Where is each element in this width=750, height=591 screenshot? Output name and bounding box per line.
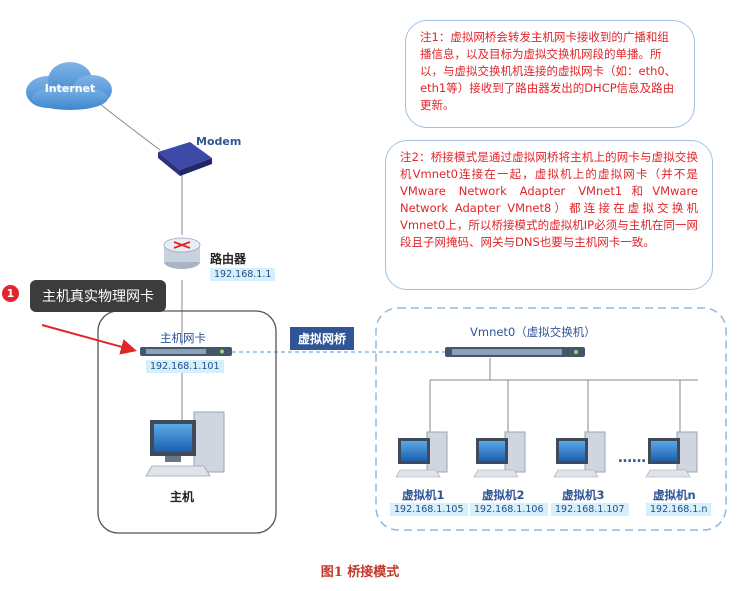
modem-icon xyxy=(158,142,212,176)
vm2-label: 虚拟机2 xyxy=(482,488,525,502)
vmn-label: 虚拟机n xyxy=(653,488,696,502)
host-label: 主机 xyxy=(170,490,195,504)
internet-cloud-icon xyxy=(26,62,112,110)
host-nic-ip: 192.168.1.101 xyxy=(146,360,224,373)
vm1-label: 虚拟机1 xyxy=(402,488,445,502)
vm1-computer-icon xyxy=(395,431,448,478)
virtual-network-box xyxy=(375,307,727,531)
virtual-bridge-label: 虚拟网桥 xyxy=(290,327,355,350)
host-nic-label: 主机网卡 xyxy=(160,331,206,345)
modem-label: Modem xyxy=(196,135,241,148)
vm2-computer-icon xyxy=(473,431,526,478)
vswitch-icon xyxy=(445,347,585,357)
internet-label: Internet xyxy=(45,82,96,95)
vm3-ip: 192.168.1.107 xyxy=(551,503,629,516)
vmn-ip: 192.168.1.n xyxy=(646,503,712,516)
router-ip: 192.168.1.1 xyxy=(210,268,276,281)
vm2-ip: 192.168.1.106 xyxy=(470,503,548,516)
vm3-computer-icon xyxy=(553,431,606,478)
vm-ellipsis: …… xyxy=(618,450,646,466)
connection-lines xyxy=(94,99,698,440)
router-icon xyxy=(163,237,201,269)
vswitch-label: Vmnet0（虚拟交换机） xyxy=(470,325,596,339)
host-computer-icon xyxy=(145,411,225,477)
note-2: 注2：桥接模式是通过虚拟网桥将主机上的网卡与虚拟交换机Vmnet0连接在一起，虚… xyxy=(385,140,713,290)
tooltip-physical-nic: 主机真实物理网卡 xyxy=(30,280,166,312)
vm3-label: 虚拟机3 xyxy=(562,488,605,502)
vm1-ip: 192.168.1.105 xyxy=(390,503,468,516)
figure-caption: 图1 桥接模式 xyxy=(321,564,400,580)
host-nic-icon xyxy=(140,347,232,356)
host-box xyxy=(97,310,277,534)
router-label: 路由器 xyxy=(210,252,247,266)
note-1: 注1：虚拟网桥会转发主机网卡接收到的广播和组播信息，以及目标为虚拟交换机网段的单… xyxy=(405,20,695,128)
vmn-computer-icon xyxy=(645,431,698,478)
tooltip-badge: 1 xyxy=(1,284,20,303)
vm-icons xyxy=(395,431,698,478)
pointer-arrow xyxy=(41,324,137,355)
